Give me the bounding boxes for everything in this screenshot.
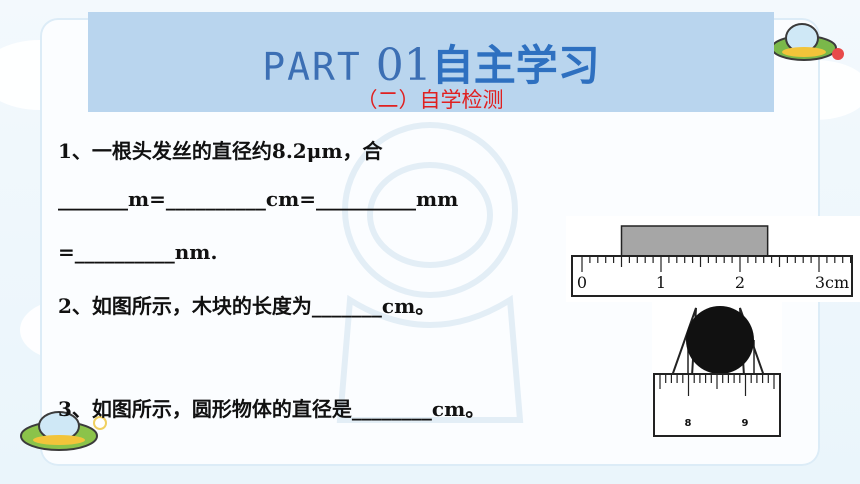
astronaut-watermark [336,122,524,423]
ruler-ticks [581,256,852,272]
ruler-label-1: 1 [656,273,666,292]
star-icon [93,416,107,430]
section-header: PART 01自主学习 [88,12,774,112]
question-2: 2、如图所示，木块的长度为_______cm。 [58,294,436,318]
round-object [686,306,754,374]
ruler-label-8: 8 [685,418,692,429]
ruler-figure-wood-block: 0 1 2 3cm [566,216,860,302]
ruler-label-2: 2 [735,273,745,292]
part-title: PART 01自主学习 [88,32,774,93]
section-subtitle: （二）自学检测 [356,88,504,112]
ruler-figure-circle: 8 9 [652,300,782,438]
question-1-line-1: 1、一根头发丝的直径约8.2μm，合 [58,139,383,163]
part-label: PART [262,45,362,89]
part-number: 01 [375,40,432,91]
ruler-label-0: 0 [577,273,587,292]
wood-block [620,225,769,257]
section-title: 自主学习 [431,41,600,90]
ruler-label-9: 9 [742,418,749,429]
ruler-ticks [659,374,781,396]
question-1-line-2: _______m=__________cm=__________mm [58,187,459,211]
ruler-body [571,255,853,297]
ufo-icon [771,23,844,61]
ruler-label-3cm: 3cm [815,273,849,292]
ufo-icon [20,411,98,451]
question-3: 3、如图所示，圆形物体的直径是________cm。 [58,397,486,421]
question-1-line-3: =__________nm. [58,240,218,264]
